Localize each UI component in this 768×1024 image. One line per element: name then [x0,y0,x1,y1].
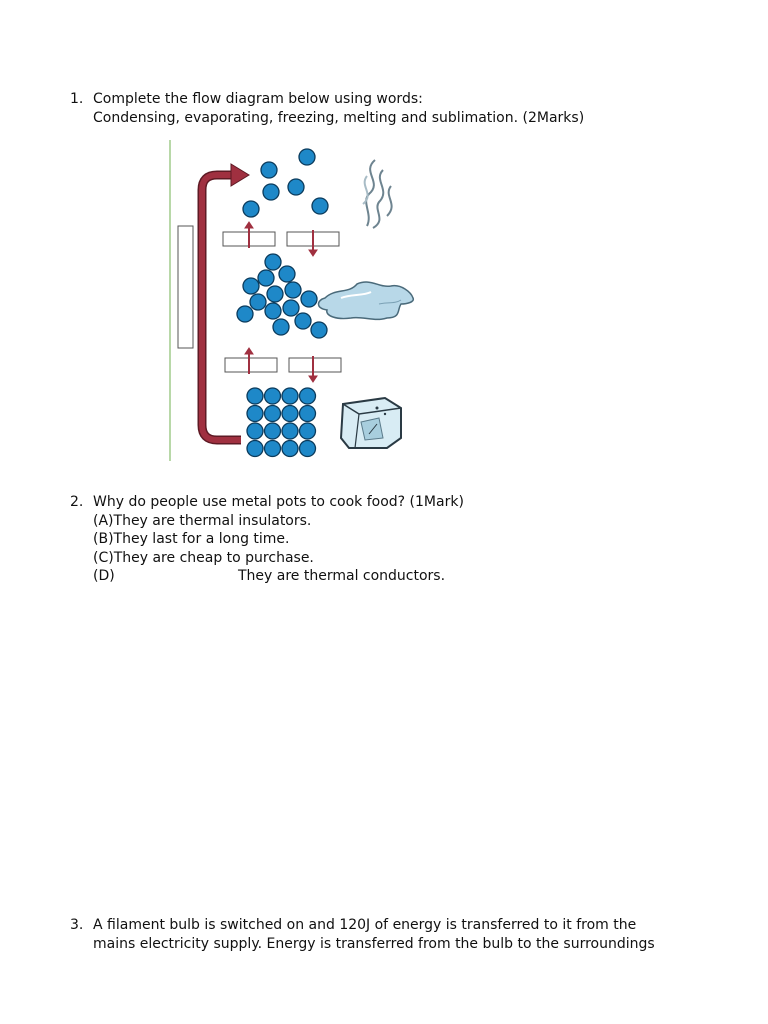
option-text: They are thermal insulators. [113,512,312,529]
particle [264,253,282,271]
particle [266,285,284,303]
sublimation-arrow [197,170,241,445]
particle [263,404,282,423]
option-label: (B) [93,531,114,547]
option-label: (A) [93,512,114,529]
answer-box-freezing-melting[interactable] [224,357,278,373]
particle [246,404,264,423]
question-text-line: mains electricity supply. Energy is tran… [93,935,655,952]
question-number: 2. [70,494,84,510]
particle [287,178,305,196]
particle [311,197,329,215]
particle [282,299,300,317]
answer-box-sublimation[interactable] [177,225,194,349]
particle [257,269,275,287]
option-text: They are cheap to purchase. [113,549,314,566]
particle [260,161,278,179]
question-text-line: Complete the flow diagram below using wo… [93,91,423,107]
particle [249,293,267,311]
answer-option-a[interactable]: (A)They are thermal insulators. [93,512,464,531]
answer-option-b[interactable]: (B)They last for a long time. [93,530,464,549]
small-arrows [244,347,318,383]
solid-particles [246,387,317,458]
particle [246,387,264,405]
puddle-icon [317,281,415,321]
particle [281,387,299,405]
particle [310,321,328,339]
question-text-line: A filament bulb is switched on and 120J … [93,917,637,933]
ice-cube-icon [339,396,402,449]
particle [272,318,290,336]
particle [298,439,317,458]
steam-icon [362,159,393,229]
particle [298,387,317,405]
liquid-particles [236,253,328,339]
option-text: They last for a long time. [113,531,290,547]
particle [298,148,316,166]
gas-particles [242,148,329,218]
states-of-matter-flow-diagram [169,140,415,461]
particle [246,422,264,440]
particle [281,439,299,458]
answer-option-d[interactable]: (D) They are thermal conductors. [93,567,464,586]
particle [263,422,282,440]
particle [294,312,312,330]
question-number: 1. [70,91,84,107]
answer-box-freezing-melting[interactable] [288,357,342,373]
particle [263,439,282,458]
particle [262,183,280,201]
particle [236,305,254,323]
particle [284,281,302,299]
particle [263,387,282,405]
arrow-head-icon [230,163,250,187]
particle [298,422,317,440]
particle [278,265,296,283]
particle [242,277,260,295]
option-label: (C) [93,549,114,566]
question-stem: Why do people use metal pots to cook foo… [93,494,464,510]
small-arrows [244,221,318,257]
particle [300,290,318,308]
particle [281,422,299,440]
option-text: They are thermal conductors. [238,568,446,584]
particle [281,404,299,423]
particle [242,200,260,218]
question-number: 3. [70,917,84,933]
answer-option-c[interactable]: (C)They are cheap to purchase. [93,549,464,568]
option-label: (D) [93,568,115,584]
question-text-line: Condensing, evaporating, freezing, melti… [93,109,585,126]
particle [246,439,264,458]
particle [264,302,282,320]
particle [298,404,317,423]
